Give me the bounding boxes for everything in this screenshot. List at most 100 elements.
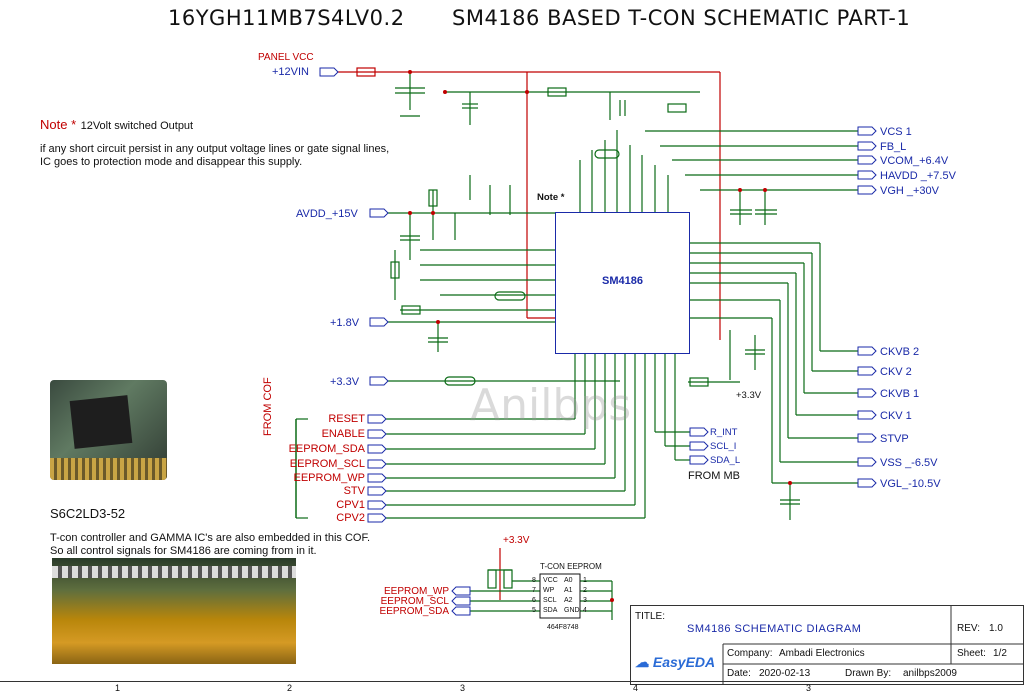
eeprom-num-3: 3 <box>583 597 587 604</box>
eeprom-left-nums: 8 7 6 5 <box>532 576 536 616</box>
cof-cpv2: CPV2 <box>336 512 365 524</box>
from-mb-label: FROM MB <box>688 470 740 482</box>
title-block-grid <box>722 606 1023 684</box>
eeprom-pin-vcc: VCC <box>543 577 558 584</box>
out-havdd: HAVDD _+7.5V <box>880 170 956 182</box>
cof-note-1: T-con controller and GAMMA IC's are also… <box>50 532 371 544</box>
out-ckv2: CKV 2 <box>880 366 912 378</box>
zone-1: 1 <box>115 683 121 693</box>
eeprom-pin-a1: A1 <box>564 587 573 594</box>
tb-company: Ambadi Electronics <box>779 648 865 659</box>
page-title: SM4186 BASED T-CON SCHEMATIC PART-1 <box>452 6 911 30</box>
eeprom-pin-gnd: GND <box>564 607 580 614</box>
eeprom-in-sda: EEPROM_SDA <box>379 606 449 617</box>
eeprom-pin-sda: SDA <box>543 607 558 614</box>
sm4186-chip: SM4186 <box>555 212 690 354</box>
chip-name: SM4186 <box>602 275 643 287</box>
chip-note-marker: Note * <box>537 192 565 203</box>
cof-stv: STV <box>343 485 365 497</box>
ic-package-image <box>69 395 133 449</box>
photo-caption: S6C2LD3-52 <box>50 506 126 521</box>
tb-title-label: TITLE: <box>635 611 666 622</box>
eeprom-in-wp: EEPROM_WP <box>383 586 449 597</box>
eeprom-right-nums: 1 2 3 4 <box>583 576 587 616</box>
tb-drawn-by: anilbps2009 <box>903 668 957 679</box>
tb-rev: 1.0 <box>989 623 1003 634</box>
tb-company-label: Company: <box>727 648 773 659</box>
out-vcs1: VCS 1 <box>880 126 912 138</box>
rail-3v3: +3.3V <box>330 376 360 388</box>
tb-drawn-label: Drawn By: <box>845 668 892 679</box>
cof-note-2: So all control signals for SM4186 are co… <box>50 545 317 557</box>
eeprom-pin-a2: A2 <box>564 597 573 604</box>
out-vgh: VGH _+30V <box>880 185 940 197</box>
note-heading: Note * <box>40 117 77 132</box>
mb-sda-l: SDA_L <box>710 455 741 466</box>
eeprom-pin-scl: SCL <box>543 597 557 604</box>
eeprom-rail: +3.3V <box>503 535 530 546</box>
eeprom-num-2: 2 <box>583 587 587 594</box>
rail-avdd: AVDD_+15V <box>296 208 358 220</box>
eeprom-num-6: 6 <box>532 597 536 604</box>
eeprom-num-5: 5 <box>532 607 536 614</box>
eeprom-num-8: 8 <box>532 577 536 584</box>
note-sub: 12Volt switched Output <box>80 120 194 132</box>
cof-enable: ENABLE <box>321 428 365 440</box>
out-vcom: VCOM_+6.4V <box>880 155 949 167</box>
tb-sheet: 1/2 <box>993 648 1007 659</box>
tb-date: 2020-02-13 <box>759 668 811 679</box>
cof-eeprom-scl: EEPROM_SCL <box>289 458 365 470</box>
tb-sheet-label: Sheet: <box>957 648 986 659</box>
cof-eeprom-wp: EEPROM_WP <box>293 472 365 484</box>
rail-1v8: +1.8V <box>330 317 360 329</box>
note-line-1: if any short circuit persist in any outp… <box>40 143 390 155</box>
out-ckv1: CKV 1 <box>880 410 912 422</box>
from-cof-label: FROM COF <box>262 377 274 436</box>
part-id: 16YGH11MB7S4LV0.2 <box>168 6 405 30</box>
eeprom-num-7: 7 <box>532 587 536 594</box>
eeprom-in-scl: EEPROM_SCL <box>380 596 449 607</box>
eeprom-left-pins: VCC WP SCL SDA <box>543 576 558 616</box>
tb-rev-label: REV: <box>957 623 980 634</box>
zone-5: 3 <box>806 683 812 693</box>
cof-reset: RESET <box>328 413 365 425</box>
eeprom-num-1: 1 <box>583 577 587 584</box>
tb-date-label: Date: <box>727 668 751 679</box>
eeprom-part: 464F8748 <box>547 624 579 631</box>
out-ckvb1: CKVB 1 <box>880 388 920 400</box>
eeprom-right-pins: A0 A1 A2 GND <box>564 576 580 616</box>
eeprom-pin-a0: A0 <box>564 577 573 584</box>
note-line-2: IC goes to protection mode and disappear… <box>40 156 303 168</box>
pcb-pins-image <box>50 458 167 480</box>
cof-eeprom-sda: EEPROM_SDA <box>288 443 365 455</box>
cloud-icon: ☁ <box>635 654 649 670</box>
out-vgl: VGL_-10.5V <box>880 478 941 490</box>
zone-2: 2 <box>287 683 293 693</box>
title-block: TITLE: SM4186 SCHEMATIC DIAGRAM REV: 1.0… <box>630 605 1024 685</box>
zone-3: 3 <box>460 683 466 693</box>
panel-vcc-label: PANEL VCC <box>258 52 314 63</box>
watermark: Anilbps <box>470 380 632 431</box>
eeprom-pin-wp: WP <box>543 587 555 594</box>
mb-rail: +3.3V <box>736 390 762 401</box>
out-ckvb2: CKVB 2 <box>880 346 920 358</box>
cof-photo <box>52 558 296 664</box>
out-vss: VSS _-6.5V <box>880 457 938 469</box>
input-12v-label: +12VIN <box>272 66 309 78</box>
eeprom-title: T-CON EEPROM <box>540 562 602 571</box>
mb-scl-i: SCL_I <box>710 441 737 452</box>
cof-cpv1: CPV1 <box>336 499 365 511</box>
out-fbl: FB_L <box>880 141 907 153</box>
zone-4: 4 <box>633 683 639 693</box>
cof-strip-image <box>52 566 296 578</box>
out-stvp: STVP <box>880 433 909 445</box>
note-block: Note * 12Volt switched Output <box>40 116 193 134</box>
zone-ruler: 1 2 3 4 3 <box>0 681 1024 694</box>
chip-photo <box>50 380 167 480</box>
easyeda-logo-text: EasyEDA <box>652 654 716 670</box>
eeprom-num-4: 4 <box>583 607 587 614</box>
tb-title: SM4186 SCHEMATIC DIAGRAM <box>687 623 862 635</box>
easyeda-logo: ☁ EasyEDA <box>635 654 715 671</box>
mb-r-int: R_INT <box>710 427 738 438</box>
